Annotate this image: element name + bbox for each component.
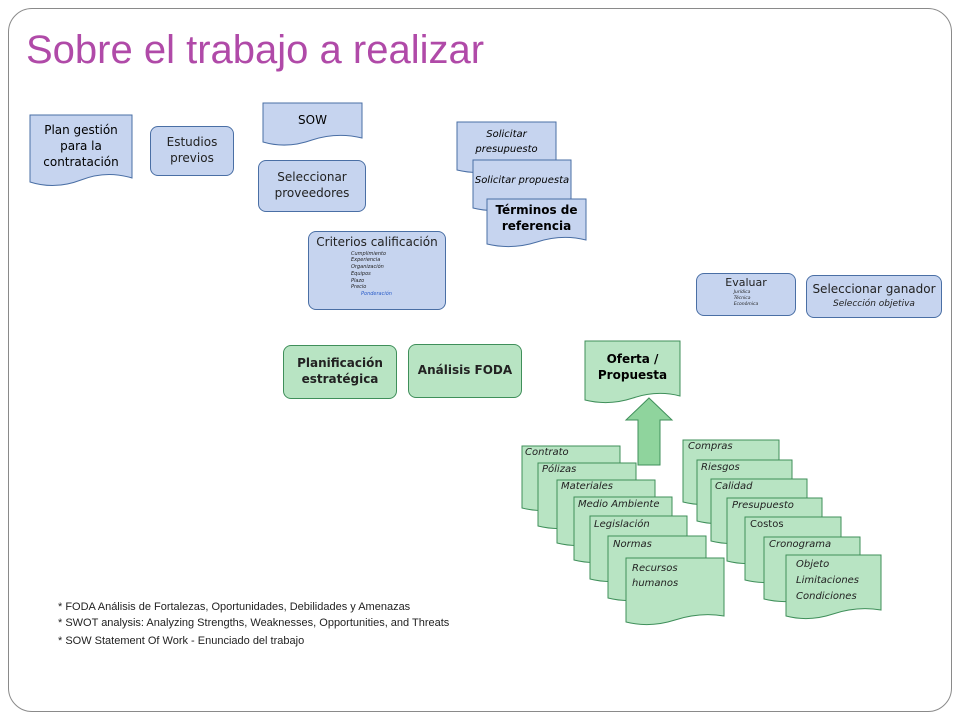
terminos-referencia-doc: Términos de referencia	[487, 201, 586, 237]
left-stack-item: Contrato	[525, 447, 569, 458]
solicitar-presupuesto-doc: Solicitar presupuesto	[457, 124, 556, 160]
oferta-propuesta-doc: Oferta / Propuesta	[585, 344, 680, 390]
evaluar-item: Técnica	[733, 296, 751, 302]
solicitar-propuesta-label: Solicitar propuesta	[474, 174, 570, 186]
right-stack-item: Presupuesto	[732, 500, 794, 511]
right-stack-last-item: Limitaciones	[796, 575, 860, 586]
right-stack-item: Costos	[750, 519, 784, 530]
right-stack-item: Riesgos	[701, 462, 740, 473]
right-stack-last-item: Objeto	[796, 559, 830, 570]
oferta-shape	[584, 340, 681, 404]
evaluar-box: Evaluar Jurídica Técnica Económica	[696, 273, 796, 316]
left-stack-item: Medio Ambiente	[578, 499, 660, 510]
solicitar-propuesta-doc: Solicitar propuesta	[473, 162, 571, 198]
right-stack-last: Objeto Limitaciones Condiciones	[796, 557, 859, 605]
left-stack-item: Normas	[613, 539, 652, 550]
criterios-item: Precio	[351, 284, 367, 291]
footnotes: * FODA Análisis de Fortalezas, Oportunid…	[50, 600, 449, 650]
footnote-foda: * FODA Análisis de Fortalezas, Oportunid…	[58, 601, 411, 613]
right-stack-last-item: Condiciones	[796, 591, 857, 602]
foda-label: Análisis FODA	[417, 363, 513, 378]
footnote-sow: * SOW Statement Of Work - Enunciado del …	[58, 634, 305, 647]
up-arrow	[624, 397, 674, 466]
plan-doc-shape	[29, 114, 133, 186]
criterios-item: Experiencia	[351, 257, 381, 264]
analisis-foda-box: Análisis FODA	[408, 344, 522, 398]
criterios-item: Equipos	[351, 270, 371, 277]
seleccionar-proveedores-box: Seleccionar proveedores	[258, 160, 366, 212]
terminos-shape	[486, 198, 587, 248]
criterios-ponderacion: Ponderación	[361, 291, 392, 298]
sow-doc: SOW	[263, 106, 362, 134]
right-stack-item: Compras	[688, 441, 733, 452]
planificacion-label: Planificación estratégica	[297, 356, 383, 386]
right-stack-item: Calidad	[715, 481, 753, 492]
criterios-item: Cumplimiento	[351, 250, 387, 257]
ganador-title: Seleccionar ganador	[812, 281, 936, 296]
criterios-title: Criterios calificación	[316, 235, 438, 249]
terminos-referencia-label: Términos de referencia	[495, 203, 578, 233]
sow-label: SOW	[298, 113, 327, 127]
solicitar-presupuesto-label: Solicitar presupuesto	[475, 129, 538, 155]
planificacion-estrategica-box: Planificación estratégica	[283, 345, 397, 399]
plan-gestion-doc: Plan gestión para la contratación	[30, 120, 132, 172]
left-stack-item: Legislación	[594, 519, 650, 530]
footnote-swot: * SWOT analysis: Analyzing Strengths, We…	[58, 616, 450, 629]
seleccionar-ganador-box: Seleccionar ganador Selección objetiva	[806, 275, 942, 318]
evaluar-title: Evaluar	[725, 276, 767, 289]
ganador-sub: Selección objetiva	[833, 299, 915, 310]
left-stack-item: Recursos humanos	[632, 563, 679, 589]
oferta-label: Oferta / Propuesta	[597, 351, 668, 382]
criterios-calificacion-box: Criterios calificación Cumplimiento Expe…	[308, 231, 446, 310]
estudios-previos-label: Estudios previos	[166, 135, 218, 165]
criterios-item: Plazo	[351, 277, 365, 284]
criterios-item: Organización	[351, 264, 384, 271]
left-stack-item: Pólizas	[542, 464, 577, 475]
criterios-list: Cumplimiento Experiencia Organización Eq…	[351, 251, 409, 298]
right-stack-item: Cronograma	[769, 539, 832, 550]
left-stack-item: Materiales	[561, 481, 613, 492]
evaluar-item: Económica	[733, 302, 759, 308]
evaluar-item: Jurídica	[733, 290, 751, 296]
evaluar-list: Jurídica Técnica Económica	[734, 290, 759, 308]
slide-title: Sobre el trabajo a realizar	[26, 28, 485, 72]
seleccionar-proveedores-label: Seleccionar proveedores	[274, 170, 350, 200]
sow-doc-shape	[262, 102, 363, 146]
estudios-previos-box: Estudios previos	[150, 126, 234, 176]
plan-gestion-label: Plan gestión para la contratación	[43, 122, 119, 170]
